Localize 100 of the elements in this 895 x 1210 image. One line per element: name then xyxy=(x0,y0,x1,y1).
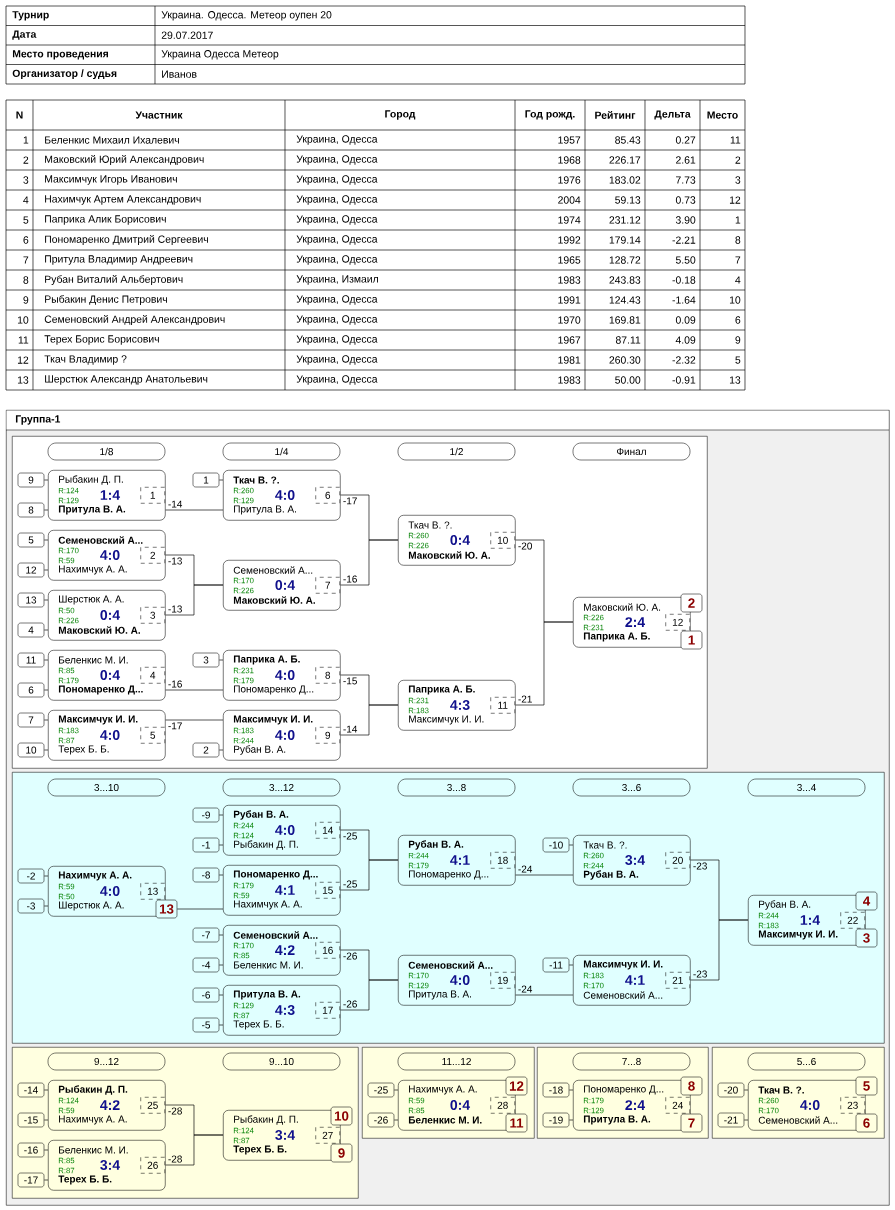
field-label: Турнир xyxy=(12,11,49,21)
delta-value: 2.61 xyxy=(676,156,696,164)
row-number: 5 xyxy=(23,216,29,224)
connector-line xyxy=(218,814,224,816)
birth-year: 1957 xyxy=(558,136,581,144)
row-number: 4 xyxy=(23,196,29,204)
city-name: Украина, Одесса xyxy=(296,235,378,245)
connector-line xyxy=(165,719,224,721)
round-header: 3...12 xyxy=(222,778,341,797)
city-name: Украина, Одесса xyxy=(296,375,378,385)
connector-line xyxy=(218,1024,224,1026)
city-name: Украина, Одесса xyxy=(296,175,378,185)
round-header: 3...6 xyxy=(572,778,691,797)
edge-label: -28 xyxy=(167,1106,184,1116)
match-number: 24 xyxy=(665,1097,690,1114)
place-badge: 5 xyxy=(855,1076,878,1096)
connector-line xyxy=(340,859,399,891)
match-number: 2 xyxy=(140,547,165,564)
connector-line xyxy=(43,875,49,877)
delta-value: -0.18 xyxy=(672,276,696,284)
delta-value: 7.73 xyxy=(676,176,696,184)
connector-line xyxy=(515,994,574,996)
seed-box: 2 xyxy=(192,742,220,758)
seed-box: -14 xyxy=(17,1082,45,1098)
connector-line xyxy=(515,621,574,706)
rating-value: 50.00 xyxy=(615,376,641,384)
edge-label: -20 xyxy=(517,541,534,551)
connector-line xyxy=(568,844,574,846)
seed-box: -8 xyxy=(192,867,220,883)
seed-box: 9 xyxy=(17,472,45,488)
birth-year: 1974 xyxy=(558,216,581,224)
match-number: 26 xyxy=(140,1157,165,1174)
match-number: 14 xyxy=(315,822,340,839)
birth-year: 1992 xyxy=(558,236,581,244)
rating-value: 231.12 xyxy=(609,216,641,224)
connector-line xyxy=(568,964,574,966)
match-number: 21 xyxy=(665,972,690,989)
birth-year: 1968 xyxy=(558,156,581,164)
column-header: Место xyxy=(707,111,738,119)
birth-year: 1970 xyxy=(558,316,581,324)
match-number: 7 xyxy=(315,577,340,594)
seed-box: -10 xyxy=(542,837,570,853)
birth-year: 1976 xyxy=(558,176,581,184)
delta-value: -2.32 xyxy=(672,356,696,364)
connector-line xyxy=(218,479,224,481)
match-number: 22 xyxy=(840,912,865,929)
participant-name: Паприка Алик Борисович xyxy=(45,215,166,225)
rating-value: 183.02 xyxy=(609,176,641,184)
field-value: 29.07.2017 xyxy=(161,31,213,39)
round-header: Финал xyxy=(572,442,691,461)
row-number: 1 xyxy=(23,136,29,144)
connector-line xyxy=(743,1119,749,1121)
seed-box: -4 xyxy=(192,957,220,973)
place-value: 9 xyxy=(735,336,741,344)
seed-box: 3 xyxy=(192,652,220,668)
row-number: 11 xyxy=(18,336,29,344)
seed-box: -26 xyxy=(367,1112,395,1128)
seed-box: -1 xyxy=(192,837,220,853)
connector-line xyxy=(43,629,49,631)
place-badge: 11 xyxy=(505,1113,528,1133)
place-value: 12 xyxy=(729,196,741,204)
row-number: 2 xyxy=(23,156,29,164)
rating-value: 87.11 xyxy=(615,336,641,344)
field-label: Место проведения xyxy=(12,50,108,60)
participant-name: Шерстюк Александр Анатольевич xyxy=(45,375,208,385)
place-badge: 3 xyxy=(855,928,878,948)
connector-line xyxy=(43,749,49,751)
row-number: 9 xyxy=(23,296,29,304)
match-number: 27 xyxy=(315,1127,340,1144)
place-value: 4 xyxy=(735,276,741,284)
match-number: 23 xyxy=(840,1097,865,1114)
city-name: Украина, Одесса xyxy=(296,255,378,265)
connector-line xyxy=(340,704,399,736)
edge-label: -25 xyxy=(342,879,359,889)
seed-box: -16 xyxy=(17,1142,45,1158)
place-badge: 2 xyxy=(680,593,703,613)
delta-value: 4.09 xyxy=(675,336,696,344)
connector-line xyxy=(393,1119,399,1121)
seed-box: -3 xyxy=(17,898,45,914)
rating-value: 226.17 xyxy=(609,156,641,164)
rating-value: 124.43 xyxy=(609,296,641,304)
delta-value: 0.73 xyxy=(675,196,696,204)
rating-value: 128.72 xyxy=(609,256,641,264)
match-number: 25 xyxy=(140,1097,165,1114)
seed-box: -19 xyxy=(542,1112,570,1128)
connector-line xyxy=(176,908,224,910)
birth-year: 1983 xyxy=(558,276,581,284)
row-number: 6 xyxy=(23,236,29,244)
delta-value: -1.64 xyxy=(672,296,696,304)
connector-line xyxy=(218,659,224,661)
seed-box: -11 xyxy=(542,957,570,973)
birth-year: 1991 xyxy=(558,296,581,304)
place-value: 7 xyxy=(735,256,741,264)
match-number: 18 xyxy=(490,852,515,869)
round-header: 3...8 xyxy=(397,778,516,797)
row-number: 3 xyxy=(23,176,29,184)
row-number: 10 xyxy=(17,316,29,324)
seed-box: -9 xyxy=(192,807,220,823)
participant-name: Рыбакин Денис Петрович xyxy=(45,295,167,305)
delta-value: 0.09 xyxy=(675,316,696,324)
